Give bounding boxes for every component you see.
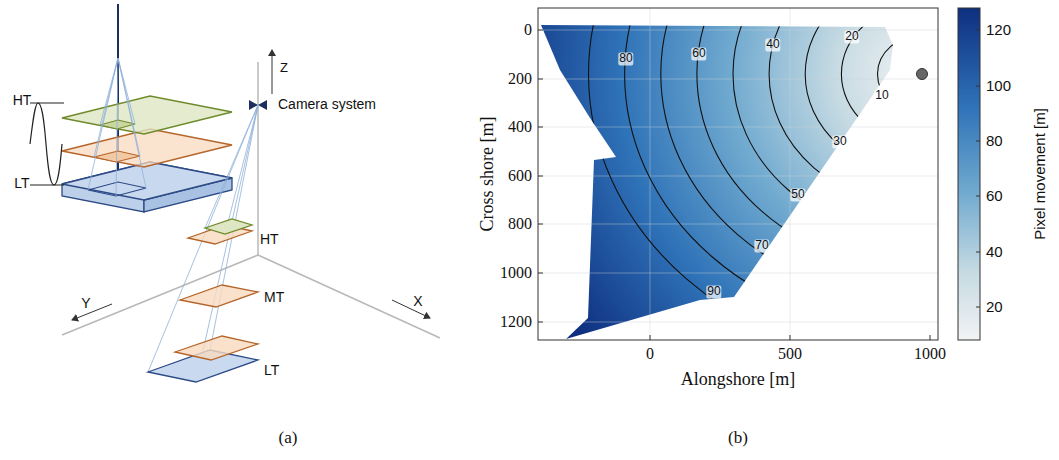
- contour-label: 60: [691, 47, 706, 60]
- axis-name: Y: [81, 296, 90, 311]
- colorbar-tick: 120: [986, 22, 1011, 39]
- colorbar-tick: 60: [986, 188, 1003, 205]
- tide-planes-upper: [30, 4, 232, 212]
- axis-title: Alongshore [m]: [681, 370, 795, 390]
- axis-title: Cross shore [m]: [478, 117, 498, 232]
- contour-label: 30: [832, 135, 847, 148]
- tick-label: 0: [646, 345, 654, 363]
- tick-label: 0: [524, 21, 532, 39]
- camera-label: Camera system: [278, 97, 376, 112]
- tide-planes-lower: [148, 105, 258, 382]
- contour-label: 80: [618, 52, 633, 65]
- tick-label: 600: [508, 167, 532, 185]
- plane-label: HT: [260, 232, 279, 247]
- colorbar-tick: 80: [986, 133, 1003, 150]
- colorbar-tick: 20: [986, 299, 1003, 316]
- tick-label: 500: [778, 345, 802, 363]
- pixel-movement-map: [538, 0, 1059, 363]
- axis-name: X: [413, 294, 422, 309]
- contour-label: 90: [706, 285, 721, 298]
- tick-label: 200: [508, 70, 532, 88]
- contour-label: 10: [874, 89, 889, 102]
- colorbar-tick: 40: [986, 244, 1003, 261]
- panel-label: (b): [728, 429, 748, 448]
- tick-label: 800: [508, 215, 532, 233]
- axis-name: Z: [280, 61, 288, 75]
- tick-label: 1000: [500, 264, 532, 282]
- tide-label: LT: [14, 176, 29, 191]
- tick-label: 1200: [500, 313, 532, 331]
- panel-label: (a): [279, 429, 298, 448]
- contour-label: 50: [790, 188, 805, 201]
- colorbar-title: Pixel movement [m]: [1032, 108, 1049, 240]
- plane-label: MT: [264, 290, 284, 305]
- contour-label: 40: [765, 38, 780, 51]
- camera-axes: [62, 50, 440, 338]
- contour-label: 70: [754, 239, 769, 252]
- colorbar-tick: 100: [986, 78, 1011, 95]
- plane-label: LT: [264, 363, 279, 378]
- tide-label: HT: [13, 93, 32, 108]
- tick-label: 1000: [914, 345, 946, 363]
- tick-label: 400: [508, 118, 532, 136]
- contour-label: 20: [844, 30, 859, 43]
